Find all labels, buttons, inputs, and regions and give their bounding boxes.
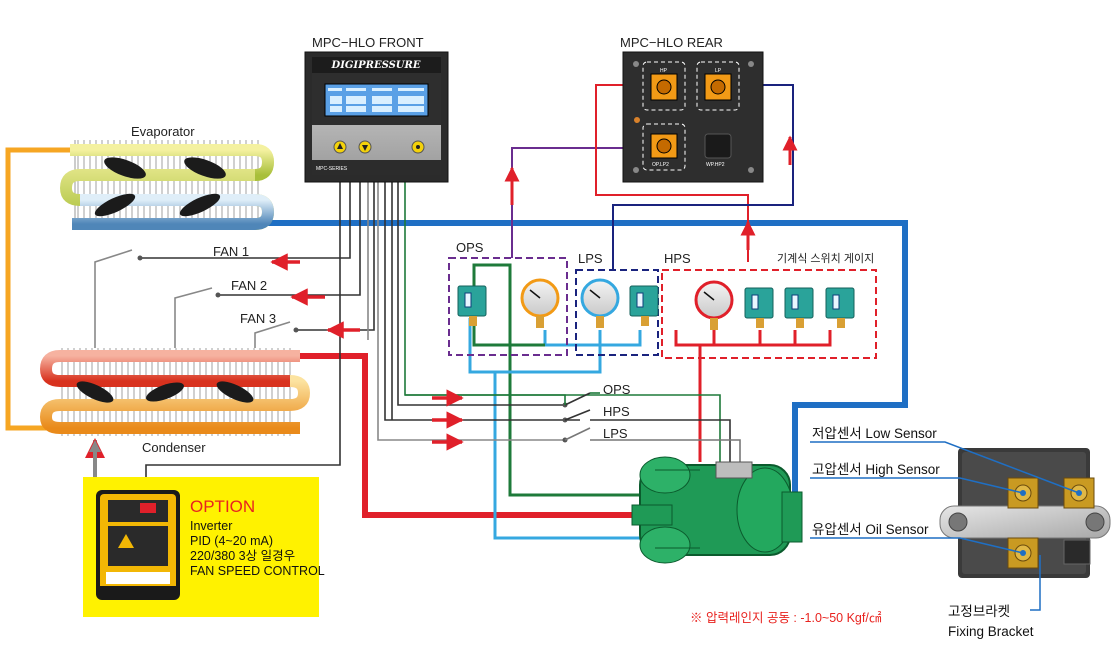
suction-line-blue <box>262 220 908 498</box>
comp-line-lps: LPS <box>603 426 628 441</box>
oil-sensor-label: 유압센서 Oil Sensor <box>812 522 929 537</box>
discharge-line-red <box>300 353 640 518</box>
fan3-label: FAN 3 <box>240 311 276 326</box>
option-line-3: 220/380 3상 일경우 <box>190 549 295 563</box>
high-sensor-label: 고압센서 High Sensor <box>812 462 940 477</box>
pressure-gauges <box>520 278 734 330</box>
comp-line-hps: HPS <box>603 404 630 419</box>
bracket-label-en: Fixing Bracket <box>948 624 1034 639</box>
rear-unit-title: MPC−HLO REAR <box>620 35 723 50</box>
rear-port-hp: HP <box>660 68 668 74</box>
sensor-assembly <box>939 448 1111 578</box>
lps-group-label: LPS <box>578 251 603 266</box>
bracket-label-ko: 고정브라켓 <box>948 604 1010 619</box>
option-line-4: FAN SPEED CONTROL <box>190 564 325 578</box>
liquid-line-orange <box>5 147 70 431</box>
rear-port-wp-hp2: WP.HP2 <box>706 162 725 168</box>
evaporator-coil <box>59 140 275 230</box>
lps-signal-line <box>612 84 794 270</box>
compressor <box>631 456 803 564</box>
option-title: OPTION <box>190 497 255 516</box>
front-unit-brand: DIGIPRESSURE <box>331 60 421 71</box>
condenser-label: Condenser <box>142 440 206 455</box>
condenser-coil <box>39 348 311 436</box>
rear-controller <box>622 51 764 183</box>
ops-group <box>448 257 568 356</box>
ops-group-label: OPS <box>456 240 484 255</box>
oil-pressure-line <box>472 263 640 497</box>
evaporator-label: Evaporator <box>131 124 195 139</box>
comp-line-ops: OPS <box>603 382 631 397</box>
hps-signal-line <box>595 84 749 262</box>
fan2-label: FAN 2 <box>231 278 267 293</box>
inverter-device <box>96 490 180 600</box>
pressure-range-note: ※ 압력레인지 공동 : -1.0~50 Kgf/㎠ <box>690 611 882 625</box>
option-line-2: PID (4~20 mA) <box>190 534 273 548</box>
rear-port-lp: LP <box>715 68 722 74</box>
option-line-1: Inverter <box>190 519 232 533</box>
hps-group <box>661 269 877 359</box>
front-unit-series: MPC-SERIES <box>316 166 348 172</box>
ops-signal-line <box>511 147 640 258</box>
fan1-label: FAN 1 <box>213 244 249 259</box>
front-controller <box>304 51 449 183</box>
hps-group-label: HPS <box>664 251 691 266</box>
low-sensor-label: 저압센서 Low Sensor <box>812 426 937 441</box>
mechanical-switch-label: 기계식 스위치 게이지 <box>777 252 874 265</box>
front-unit-title: MPC−HLO FRONT <box>312 35 424 50</box>
rear-port-op-lp2: OP.LP2 <box>652 162 669 168</box>
